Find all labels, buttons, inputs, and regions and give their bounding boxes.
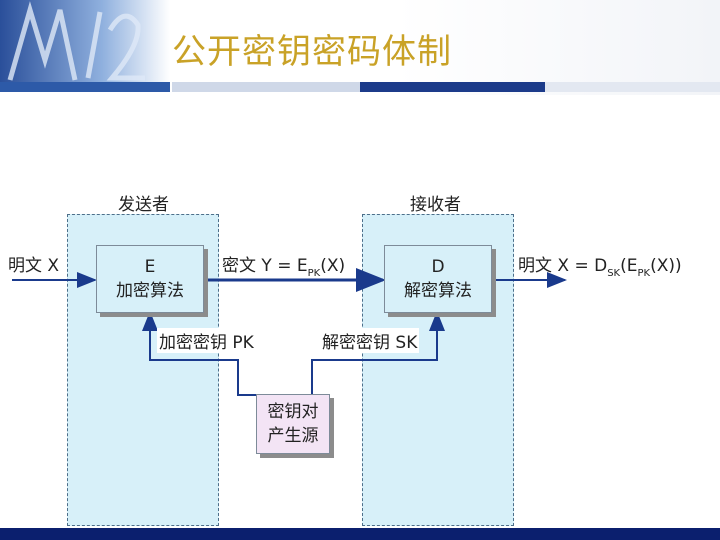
plaintext-output-label: 明文 X = DSK(EPK(X))	[518, 251, 682, 279]
decrypt-box-line1: D	[431, 257, 445, 277]
plaintext-output-s2: PK	[637, 268, 651, 279]
keygen-line1: 密钥对	[267, 402, 319, 422]
decrypt-algorithm-box: D 解密算法	[384, 245, 492, 313]
keypair-generator-box: 密钥对 产生源	[256, 394, 330, 454]
encrypt-algorithm-box: E 加密算法	[96, 245, 204, 313]
private-key-arrow	[311, 311, 445, 395]
decorative-logo-art	[0, 0, 170, 88]
header-band-dark	[360, 82, 545, 92]
plaintext-input-label: 明文 X	[8, 256, 60, 276]
ciphertext-label: 密文 Y = EPK(X)	[222, 251, 346, 279]
plaintext-output-p2: (E	[620, 256, 638, 276]
public-key-arrow	[142, 311, 267, 396]
receiver-label: 接收者	[410, 195, 461, 215]
plaintext-output-p1: 明文 X = D	[518, 256, 608, 276]
encrypt-box-line1: E	[144, 257, 156, 277]
plaintext-output-p3: (X))	[650, 256, 682, 276]
encrypt-box-line2: 加密算法	[116, 281, 184, 301]
private-key-label: 解密密钥 SK	[320, 328, 420, 353]
ciphertext-tail: (X)	[320, 256, 346, 276]
header-band-left	[0, 82, 170, 92]
ciphertext-text: 密文 Y = E	[222, 256, 308, 276]
ciphertext-subscript: PK	[307, 268, 321, 279]
header-band-right	[545, 82, 720, 92]
keygen-line2: 产生源	[267, 426, 319, 446]
header-band-mid	[172, 82, 360, 92]
footer-bar	[0, 528, 720, 540]
sender-label: 发送者	[118, 195, 169, 215]
decrypt-box-line2: 解密算法	[404, 281, 472, 301]
slide-title: 公开密钥密码体制	[172, 32, 452, 72]
public-key-label: 加密密钥 PK	[157, 328, 256, 353]
plaintext-output-s1: SK	[607, 268, 621, 279]
slide-header: 公开密钥密码体制	[0, 0, 720, 95]
